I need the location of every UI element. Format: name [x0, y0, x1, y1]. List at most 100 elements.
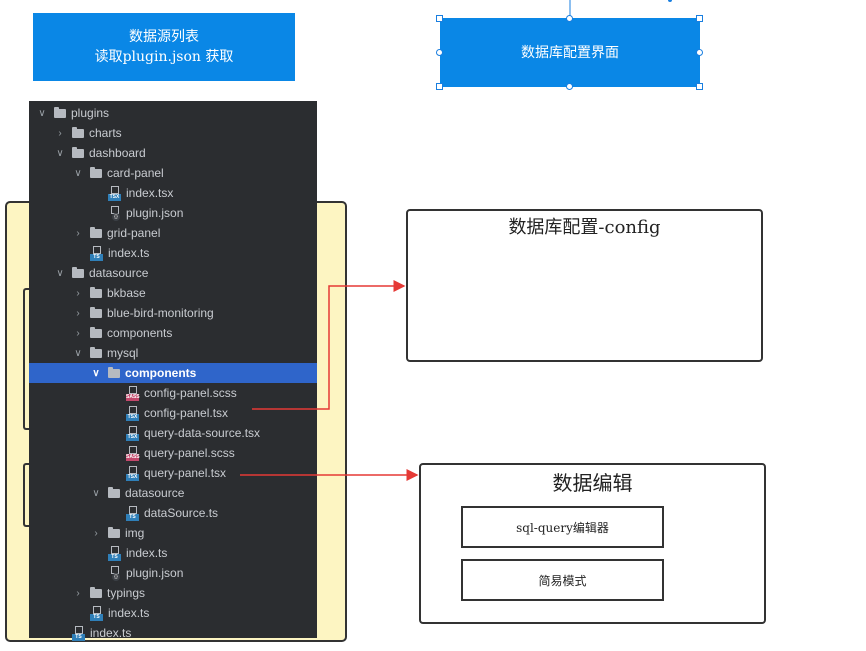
scss-file-icon: SASS — [126, 445, 140, 461]
tree-item-label: components — [107, 326, 173, 340]
resize-handle-br[interactable] — [696, 83, 703, 90]
folder-icon — [72, 266, 84, 278]
tree-item-label: dashboard — [89, 146, 146, 160]
tree-folder-row[interactable]: › blue-bird-monitoring — [29, 303, 317, 323]
tree-folder-row[interactable]: › grid-panel — [29, 223, 317, 243]
tree-item-label: index.tsx — [126, 186, 174, 200]
folder-icon — [72, 146, 84, 158]
connection-point-bottom[interactable] — [566, 83, 573, 90]
tree-file-row[interactable]: {} plugin.json — [29, 563, 317, 583]
chevron-right-icon[interactable]: › — [58, 127, 62, 139]
tree-folder-row[interactable]: ∨ components — [29, 363, 317, 383]
folder-icon — [72, 126, 84, 138]
tree-item-label: typings — [107, 586, 146, 600]
db-config-title: 数据库配置-config — [508, 217, 661, 238]
tree-file-row[interactable]: TS index.ts — [29, 603, 317, 623]
chevron-down-icon[interactable]: ∨ — [74, 347, 82, 359]
chevron-down-icon[interactable]: ∨ — [56, 267, 64, 279]
tree-folder-row[interactable]: › components — [29, 323, 317, 343]
tree-item-label: datasource — [125, 486, 185, 500]
tree-item-label: card-panel — [107, 166, 164, 180]
resize-handle-bl[interactable] — [436, 83, 443, 90]
resize-handle-tl[interactable] — [436, 15, 443, 22]
tree-item-label: components — [125, 366, 197, 380]
db-config-ui-label: 数据库配置界面 — [521, 44, 619, 61]
tree-item-label: index.ts — [108, 606, 150, 620]
tree-item-label: grid-panel — [107, 226, 161, 240]
folder-icon — [90, 346, 102, 358]
chevron-down-icon[interactable]: ∨ — [92, 487, 100, 499]
tree-item-label: charts — [89, 126, 122, 140]
connection-point-top[interactable] — [566, 15, 573, 22]
tsx-file-icon: TSX — [126, 465, 140, 481]
tree-folder-row[interactable]: ∨plugins — [29, 103, 317, 123]
chevron-down-icon[interactable]: ∨ — [92, 367, 100, 379]
tree-item-label: img — [125, 526, 145, 540]
resize-handle-tr[interactable] — [696, 15, 703, 22]
tree-file-row[interactable]: TSX query-data-source.tsx — [29, 423, 317, 443]
tree-file-row[interactable]: TSX query-panel.tsx — [29, 463, 317, 483]
chevron-down-icon[interactable]: ∨ — [56, 147, 64, 159]
tree-folder-row[interactable]: ∨ datasource — [29, 483, 317, 503]
folder-icon — [108, 366, 120, 378]
tsx-file-icon: TSX — [126, 425, 140, 441]
connection-point-right[interactable] — [696, 49, 703, 56]
tree-item-label: index.ts — [108, 246, 150, 260]
chevron-down-icon[interactable]: ∨ — [74, 167, 82, 179]
tree-item-label: plugin.json — [126, 566, 184, 580]
tree-file-row[interactable]: {} plugin.json — [29, 203, 317, 223]
chevron-right-icon[interactable]: › — [94, 527, 98, 539]
ts-file-icon: TS — [108, 545, 122, 561]
tree-file-row[interactable]: SASS query-panel.scss — [29, 443, 317, 463]
db-config-ui-box[interactable]: 数据库配置界面 — [440, 18, 700, 87]
tree-folder-row[interactable]: ∨ card-panel — [29, 163, 317, 183]
chevron-down-icon[interactable]: ∨ — [38, 107, 46, 119]
tree-folder-row[interactable]: ∨datasource — [29, 263, 317, 283]
folder-icon — [90, 326, 102, 338]
tree-item-label: dataSource.ts — [144, 506, 219, 520]
simple-mode-box: 简易模式 — [461, 559, 664, 601]
tree-folder-row[interactable]: ∨mysql — [29, 343, 317, 363]
selection-connector-line — [569, 0, 672, 18]
tree-item-label: config-panel.scss — [144, 386, 237, 400]
chevron-right-icon[interactable]: › — [76, 327, 80, 339]
tree-item-label: bkbase — [107, 286, 146, 300]
folder-icon — [90, 586, 102, 598]
tree-folder-row[interactable]: ∨ dashboard — [29, 143, 317, 163]
datasource-list-line1: 数据源列表 — [129, 29, 199, 45]
tree-folder-row[interactable]: › charts — [29, 123, 317, 143]
json-file-icon: {} — [108, 205, 122, 221]
folder-icon — [90, 306, 102, 318]
tree-item-label: plugin.json — [126, 206, 184, 220]
yellow-inner-bracket-2 — [23, 463, 33, 527]
datasource-list-line2: 读取plugin.json 获取 — [94, 49, 234, 65]
tree-file-row[interactable]: TSX index.tsx — [29, 183, 317, 203]
tsx-file-icon: TSX — [108, 185, 122, 201]
ts-file-icon: TS — [90, 605, 104, 621]
tree-item-label: query-panel.tsx — [144, 466, 227, 480]
tree-item-label: query-panel.scss — [144, 446, 235, 460]
tree-item-label: blue-bird-monitoring — [107, 306, 214, 320]
tree-item-label: query-data-source.tsx — [144, 426, 261, 440]
folder-icon — [90, 286, 102, 298]
tree-folder-row[interactable]: › img — [29, 523, 317, 543]
tree-folder-row[interactable]: › typings — [29, 583, 317, 603]
datasource-list-box: 数据源列表 读取plugin.json 获取 — [33, 13, 295, 81]
chevron-right-icon[interactable]: › — [76, 287, 80, 299]
connection-point-left[interactable] — [436, 49, 443, 56]
ts-file-icon: TS — [90, 245, 104, 261]
json-file-icon: {} — [108, 565, 122, 581]
ts-file-icon: TS — [72, 625, 86, 641]
tree-file-row[interactable]: TS index.ts — [29, 243, 317, 263]
chevron-right-icon[interactable]: › — [76, 587, 80, 599]
tree-folder-row[interactable]: › bkbase — [29, 283, 317, 303]
chevron-right-icon[interactable]: › — [76, 227, 80, 239]
tsx-file-icon: TSX — [126, 405, 140, 421]
chevron-right-icon[interactable]: › — [76, 307, 80, 319]
